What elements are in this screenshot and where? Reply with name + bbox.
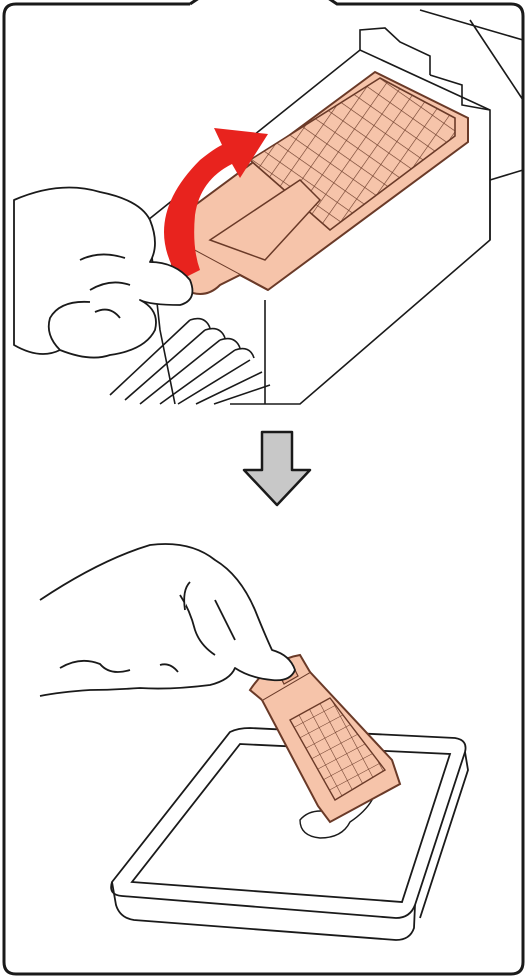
bottom-panel <box>40 544 468 940</box>
hand-icon <box>40 544 295 696</box>
top-panel <box>14 10 523 404</box>
gray-down-arrow-icon <box>244 432 310 505</box>
flat-tray-icon <box>111 728 468 940</box>
hand-icon <box>14 188 192 358</box>
filter-tray-icon <box>172 72 468 294</box>
